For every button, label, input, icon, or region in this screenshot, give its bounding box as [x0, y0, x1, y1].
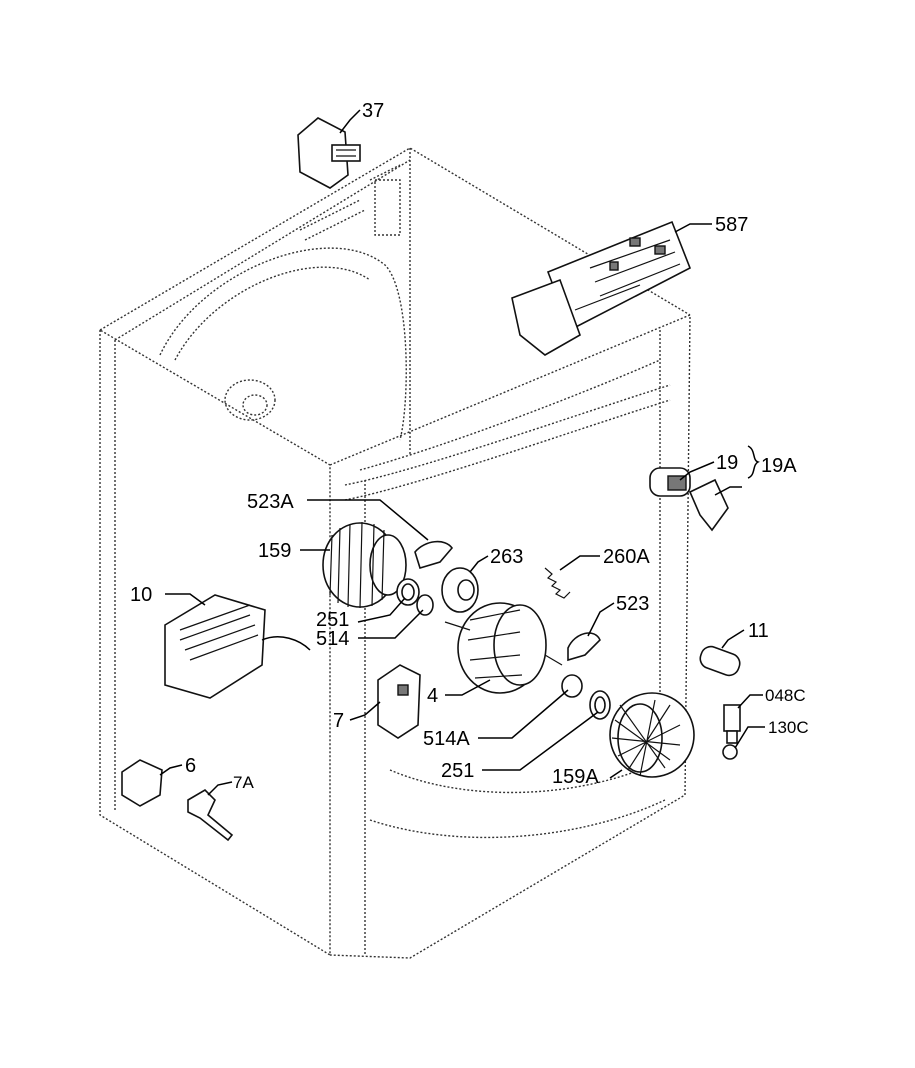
part-514-washer	[416, 594, 434, 616]
part-048c-screw	[723, 704, 741, 744]
callout-523: 523	[616, 593, 649, 615]
part-251-ring-bottom	[589, 690, 611, 720]
part-263-bearing	[441, 567, 479, 613]
part-11-capacitor	[699, 645, 741, 677]
callout-251-top: 251	[316, 609, 349, 631]
part-10-heater-housing	[164, 594, 311, 699]
part-7a-contact	[187, 788, 234, 842]
callout-11: 11	[748, 620, 769, 642]
callout-37: 37	[362, 100, 384, 122]
part-130c-nut	[722, 744, 738, 760]
part-7-door-switch	[377, 664, 421, 739]
callout-130c: 130C	[768, 718, 809, 737]
callout-19a: 19A	[761, 455, 797, 477]
part-251-ring-top	[396, 578, 420, 606]
part-37-connector	[297, 117, 361, 189]
callout-10: 10	[130, 584, 152, 606]
callout-19: 19	[716, 452, 738, 474]
callout-523a: 523A	[247, 491, 294, 513]
leader-lines	[159, 109, 765, 796]
part-6-switch	[121, 759, 163, 807]
part-4-motor	[444, 602, 563, 694]
part-523a-bracket	[414, 540, 454, 569]
callout-251-bottom: 251	[441, 760, 474, 782]
part-19-thermostat	[649, 467, 729, 532]
callout-6: 6	[185, 755, 196, 777]
callout-7a: 7A	[233, 773, 254, 792]
callout-159: 159	[258, 540, 291, 562]
part-587-control-board	[511, 220, 692, 356]
part-514a-washer	[561, 674, 583, 698]
callout-514: 514	[316, 628, 349, 650]
callout-263: 263	[490, 546, 523, 568]
callout-4: 4	[427, 685, 438, 707]
part-260a-spring	[544, 567, 571, 599]
callout-587: 587	[715, 214, 748, 236]
callout-labels: 37 587 19 19A 523A 159 263 260A 10 251 5…	[130, 100, 809, 792]
callout-260a: 260A	[603, 546, 650, 568]
callout-048c: 048C	[765, 686, 806, 705]
part-159-fan-wheel	[322, 521, 407, 609]
part-159a-fan-wheel	[609, 692, 695, 778]
callout-7: 7	[333, 710, 344, 732]
callout-159a: 159A	[552, 766, 599, 788]
part-523-bracket	[567, 632, 601, 662]
callout-514a: 514A	[423, 728, 470, 750]
